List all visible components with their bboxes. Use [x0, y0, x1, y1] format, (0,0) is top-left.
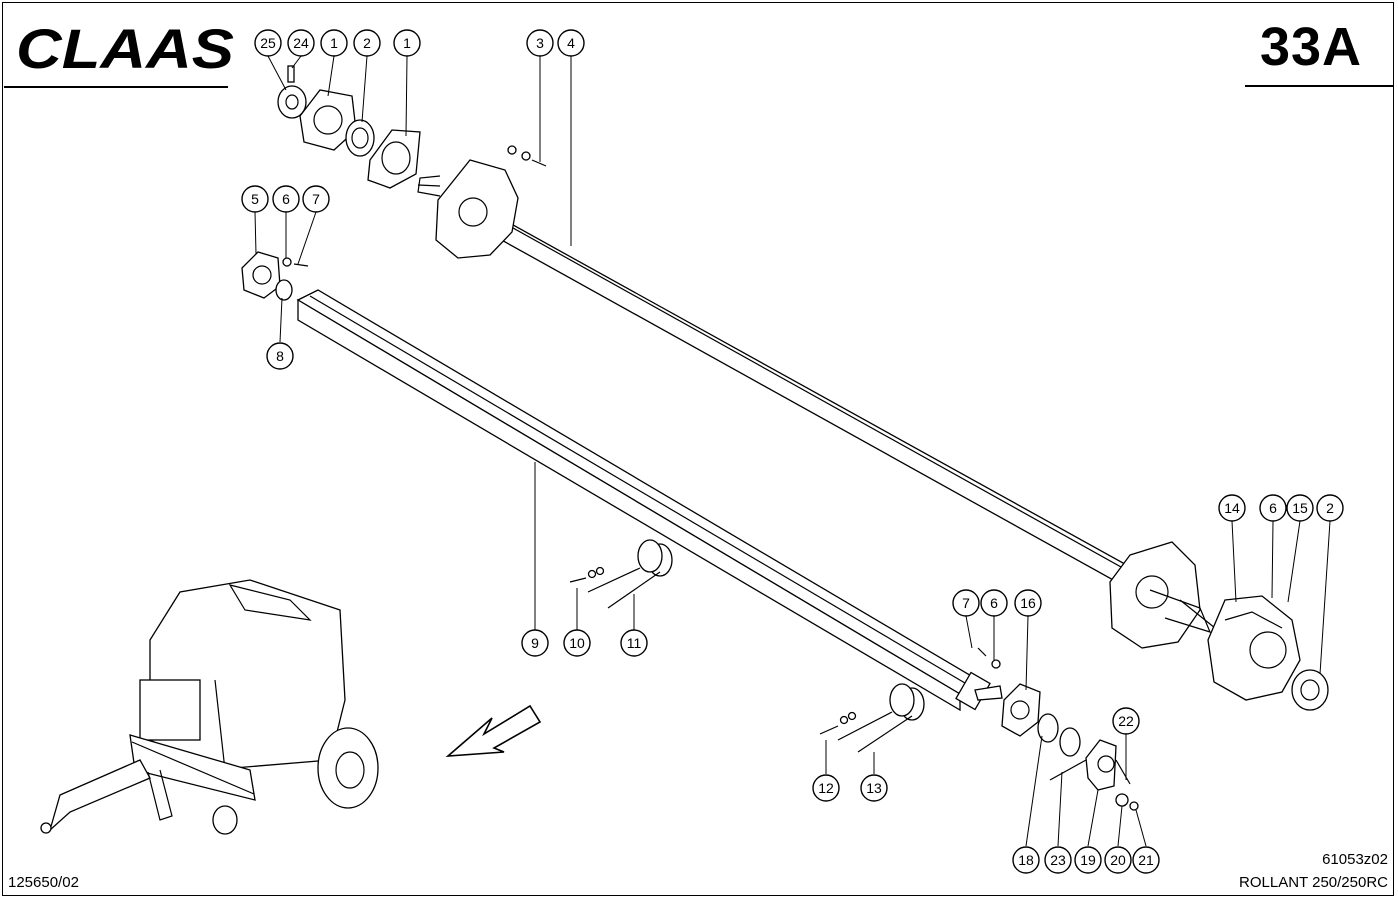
svg-text:10: 10: [569, 635, 585, 651]
callout-21: 21: [1132, 846, 1160, 874]
svg-text:14: 14: [1224, 500, 1240, 516]
right-spider-flange: [1109, 541, 1216, 649]
callout-6: 6: [272, 185, 300, 213]
callout-20: 20: [1104, 846, 1132, 874]
svg-text:22: 22: [1118, 713, 1134, 729]
svg-text:6: 6: [990, 595, 998, 611]
page-number: 33A: [1259, 17, 1362, 77]
svg-text:4: 4: [567, 35, 575, 51]
callout-25: 25: [254, 29, 282, 57]
svg-text:7: 7: [312, 191, 320, 207]
callout-19: 19: [1074, 846, 1102, 874]
svg-text:15: 15: [1292, 500, 1308, 516]
svg-text:6: 6: [1269, 500, 1277, 516]
document-number: 125650/02: [8, 874, 79, 891]
callout-8: 8: [266, 342, 294, 370]
upper-left-components: [277, 65, 547, 189]
callout-24: 24: [287, 29, 315, 57]
callout-14: 14: [1218, 494, 1246, 522]
svg-text:3: 3: [536, 35, 544, 51]
callout-5: 5: [241, 185, 269, 213]
callout-2: 2: [353, 29, 381, 57]
svg-text:9: 9: [531, 635, 539, 651]
callout-7: 7: [302, 185, 330, 213]
model-name: ROLLANT 250/250RC: [1239, 874, 1388, 891]
callout-13: 13: [860, 774, 888, 802]
callout-1: 1: [393, 29, 421, 57]
svg-text:12: 12: [818, 780, 834, 796]
svg-text:13: 13: [866, 780, 882, 796]
svg-text:1: 1: [403, 35, 411, 51]
callout-4: 4: [557, 29, 585, 57]
svg-text:23: 23: [1050, 852, 1066, 868]
svg-text:2: 2: [363, 35, 371, 51]
svg-text:16: 16: [1020, 595, 1036, 611]
baler-overview-illustration: [40, 579, 379, 835]
springs-and-bolts: [569, 539, 925, 753]
svg-text:24: 24: [293, 35, 309, 51]
claas-logo: CLAAS: [14, 17, 236, 80]
svg-text:19: 19: [1080, 852, 1096, 868]
callout-18: 18: [1012, 846, 1040, 874]
svg-text:5: 5: [251, 191, 259, 207]
callout-9: 9: [521, 629, 549, 657]
svg-text:18: 18: [1018, 852, 1034, 868]
callout-22: 22: [1112, 707, 1140, 735]
svg-text:1: 1: [330, 35, 338, 51]
left-flange-bearing: [241, 251, 309, 301]
callout-1: 1: [320, 29, 348, 57]
callout-6: 6: [1259, 494, 1287, 522]
callout-15: 15: [1286, 494, 1314, 522]
lower-square-shaft: [296, 289, 1003, 712]
callout-11: 11: [620, 629, 648, 657]
right-bearing: [1291, 669, 1329, 711]
callout-10: 10: [563, 629, 591, 657]
callout-16: 16: [1014, 589, 1042, 617]
upper-shaft: [461, 199, 1151, 597]
svg-text:2: 2: [1326, 500, 1334, 516]
callout-3: 3: [526, 29, 554, 57]
svg-text:21: 21: [1138, 852, 1154, 868]
header-rule-left: [4, 86, 228, 88]
drawing-code: 61053z02: [1322, 851, 1388, 868]
header-rule-right: [1245, 85, 1393, 87]
callout-23: 23: [1044, 846, 1072, 874]
direction-arrow-icon: [445, 704, 542, 757]
svg-text:6: 6: [282, 191, 290, 207]
callout-12: 12: [812, 774, 840, 802]
callout-6: 6: [980, 589, 1008, 617]
lower-right-components: [977, 647, 1139, 811]
svg-text:7: 7: [962, 595, 970, 611]
svg-text:11: 11: [627, 635, 642, 651]
callout-2: 2: [1316, 494, 1344, 522]
svg-text:25: 25: [260, 35, 276, 51]
right-hub: [1207, 595, 1301, 701]
brand-logo-text: CLAAS: [16, 22, 234, 74]
leader-lines: [254, 55, 1331, 847]
svg-text:8: 8: [276, 348, 284, 364]
svg-text:20: 20: [1110, 852, 1126, 868]
left-spider-flange: [417, 159, 519, 259]
callout-7: 7: [952, 589, 980, 617]
